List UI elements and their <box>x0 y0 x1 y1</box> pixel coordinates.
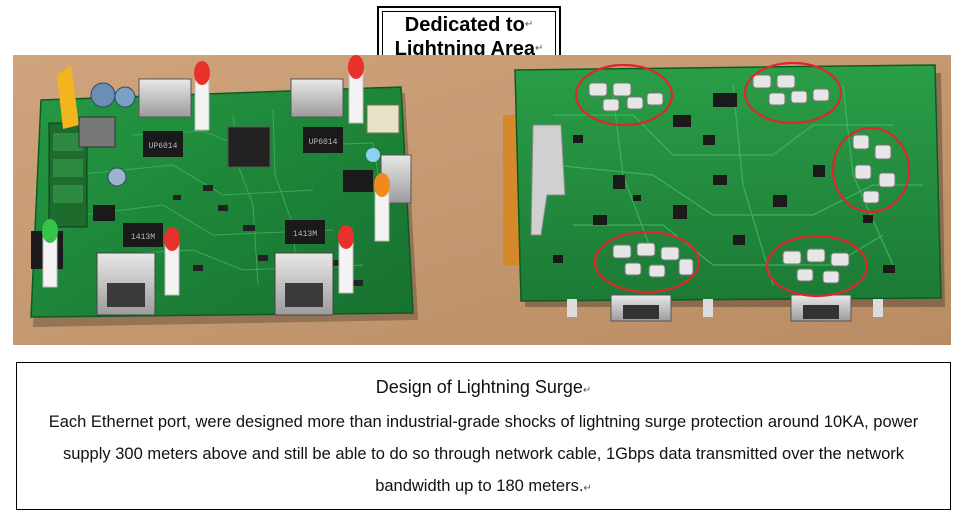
chip-label: 1413M <box>131 233 155 242</box>
caption-heading: Design of Lightning Surge↵ <box>17 375 950 403</box>
caption-body-text: Each Ethernet port, were designed more t… <box>48 413 919 495</box>
title-line-2-text: Lightning Area <box>394 38 535 60</box>
surge-components-top-left <box>588 82 664 112</box>
ic-chip <box>285 220 325 244</box>
chip-label: 1413M <box>293 230 317 239</box>
led-orange <box>374 173 390 242</box>
chip-label: UP6014 <box>149 142 178 151</box>
rj45-jack-top-right <box>290 78 344 118</box>
highlight-circle <box>574 63 674 127</box>
right-pcb-board <box>503 61 945 322</box>
transformer <box>366 104 400 134</box>
standoff <box>567 299 577 317</box>
title-line-1-text: Dedicated to <box>404 14 525 36</box>
led-red-2 <box>348 55 364 124</box>
highlight-circle <box>831 126 911 214</box>
caption-heading-text: Design of Lightning Surge <box>375 377 583 397</box>
caption-body: Each Ethernet port, were designed more t… <box>27 406 940 505</box>
paragraph-mark: ↵ <box>582 385 592 396</box>
standoff <box>703 299 713 317</box>
caption-box: Design of Lightning Surge↵ Each Ethernet… <box>16 362 951 510</box>
ic-chip <box>123 223 163 247</box>
led-green <box>42 219 58 288</box>
capacitor <box>107 167 127 187</box>
led-red-1 <box>194 61 210 131</box>
pcb-photo: UP6014 UP6014 1413M 1413M <box>13 55 951 345</box>
paragraph-mark: ↵ <box>583 483 592 494</box>
highlight-circle <box>765 234 869 298</box>
main-processor <box>227 126 271 168</box>
title-line-2: Lightning Area↵ <box>395 37 544 61</box>
surge-components-bottom-left <box>612 242 694 278</box>
led-red-3 <box>164 227 180 296</box>
paragraph-mark: ↵ <box>534 43 544 54</box>
title-line-1: Dedicated to↵ <box>405 13 533 37</box>
standoff <box>873 299 883 317</box>
yellow-tab <box>57 65 79 129</box>
led-red-4 <box>338 225 354 294</box>
ic-chip <box>303 127 343 153</box>
inductor <box>78 116 116 148</box>
paragraph-mark: ↵ <box>524 19 534 30</box>
highlight-circle <box>743 61 843 125</box>
capacitor <box>114 86 136 108</box>
capacitor <box>90 82 116 108</box>
surge-components-right <box>852 134 896 204</box>
ic-chip <box>343 170 373 192</box>
left-pcb-board: UP6014 UP6014 1413M 1413M <box>30 55 418 327</box>
highlight-circle <box>593 230 701 294</box>
right-small-components <box>553 93 895 273</box>
chip-label: UP6014 <box>309 138 338 147</box>
ic-chip <box>93 205 115 221</box>
rj45-jack-top-left <box>138 78 192 118</box>
surge-components-top-right <box>752 74 830 106</box>
metal-bracket <box>530 124 566 236</box>
ic-chip <box>143 131 183 157</box>
surge-components-bottom-right <box>782 248 850 284</box>
led-blue <box>366 148 380 162</box>
